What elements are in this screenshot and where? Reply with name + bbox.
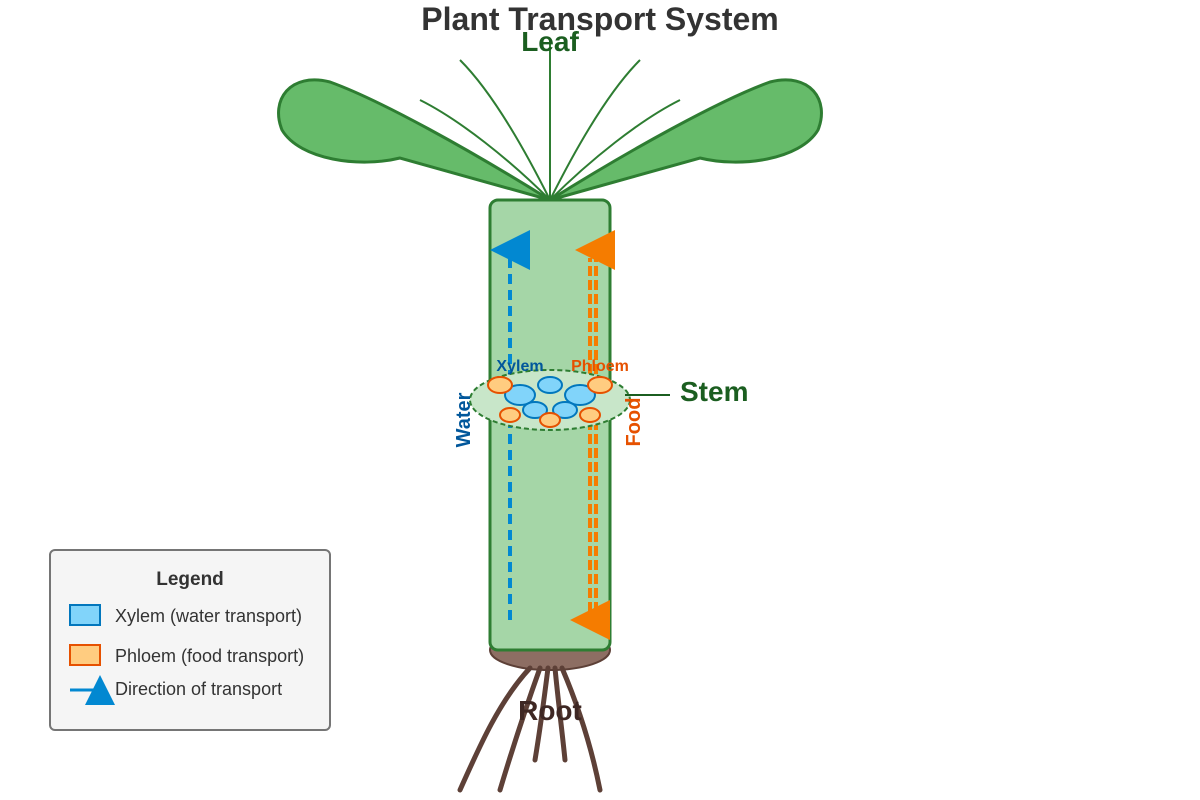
leaves [277,38,823,202]
stem-label: Stem [680,376,748,407]
xylem-cell [522,401,548,419]
root-strand [552,665,568,763]
roots [457,665,603,793]
xylem-cell [504,384,536,406]
phloem-label: Phloem [571,358,629,375]
water-up-arrowhead [490,230,530,270]
legend-swatch-xylem [69,604,101,626]
leaf-label: Leaf [521,26,579,57]
leaf-vein-left-outer [459,59,551,201]
diagram-title: Plant Transport System [421,1,778,37]
legend-item-phloem: Phloem (food transport) [115,646,304,666]
left-leaf [277,78,551,202]
root-strand [559,665,603,793]
right-leaf [549,78,823,202]
legend-swatch-phloem [69,644,101,666]
root-strand [457,665,533,793]
legend-item-xylem: Xylem (water transport) [115,606,302,626]
water-label: Water [453,392,475,447]
legend-title: Legend [156,569,224,590]
legend-item-direction: Direction of transport [115,679,282,699]
root-strand [497,665,543,793]
legend-direction-arrow-icon [85,675,115,705]
leaf-vein-right-inner [549,99,681,201]
xylem-label: Xylem [496,358,543,375]
phloem-cell [539,412,561,428]
food-up-arrowhead [575,230,615,270]
xylem-cell [564,384,596,406]
leaf-vein-left-inner [419,99,551,201]
root-label: Root [518,695,582,726]
food-label: Food [623,398,645,447]
phloem-cell [587,376,613,394]
food-down-arrowhead [570,600,610,640]
phloem-cell [499,407,521,423]
leaf-vein-right-outer [549,59,641,201]
phloem-cell [579,407,601,423]
xylem-cell [552,401,578,419]
root-strand [532,665,551,763]
legend-box [49,549,331,731]
xylem-cell [537,376,563,394]
stem-cross-section [469,369,631,431]
legend: Legend Xylem (water transport) Phloem (f… [49,549,331,731]
phloem-cell [487,376,513,394]
